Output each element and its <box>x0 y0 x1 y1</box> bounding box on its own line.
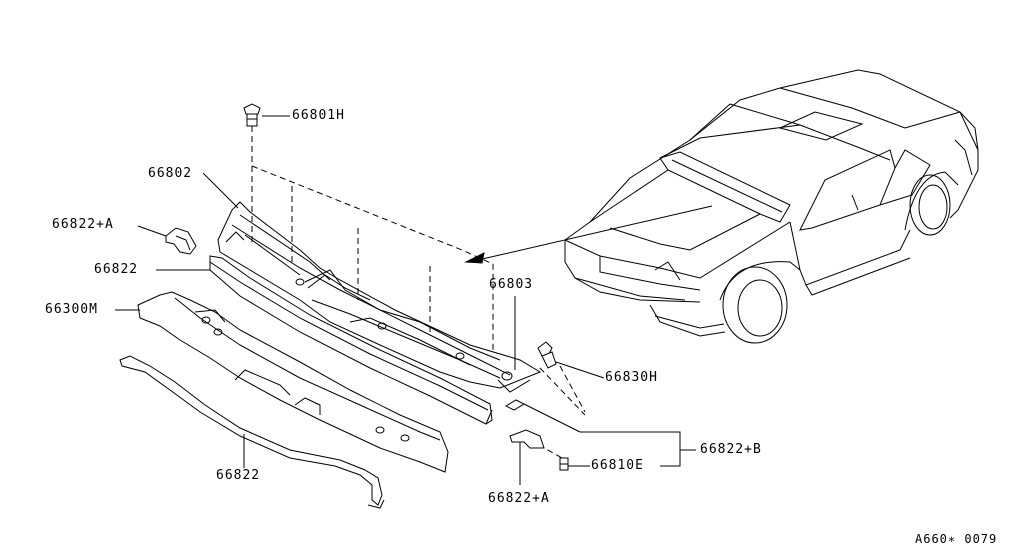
label-66822-lower: 66822 <box>216 468 261 483</box>
label-66822-a-bottom: 66822+A <box>488 491 550 506</box>
cover-66803-part <box>307 274 516 370</box>
bracket-66822-a-top-part <box>137 225 197 255</box>
car-illustration <box>564 69 979 344</box>
reference-code: A660∗ 0079 <box>915 532 998 546</box>
clip-66801h-part <box>243 103 290 245</box>
label-66300m: 66300M <box>45 302 98 317</box>
seal-66822-upper-part <box>156 255 493 425</box>
fastener-66830h-part <box>537 341 605 379</box>
label-66830h: 66830H <box>605 370 658 385</box>
label-66810e: 66810E <box>591 458 644 473</box>
label-66802: 66802 <box>148 166 193 181</box>
cowl-panel-66300m-part <box>115 291 449 473</box>
callout-arrow <box>464 205 713 264</box>
seal-66822-lower-part <box>119 355 385 509</box>
label-66822-upper: 66822 <box>94 262 139 277</box>
clip-66810e-part <box>559 457 590 471</box>
bracket-66822-b-part <box>504 399 696 467</box>
label-66803: 66803 <box>489 277 534 292</box>
bracket-66822-a-bottom-part <box>509 429 545 485</box>
label-66822-a-top: 66822+A <box>52 217 114 232</box>
label-66822-b: 66822+B <box>700 442 762 457</box>
alignment-dashes <box>251 165 586 459</box>
cowl-top-66802-part <box>202 172 542 393</box>
label-66801h: 66801H <box>292 108 345 123</box>
